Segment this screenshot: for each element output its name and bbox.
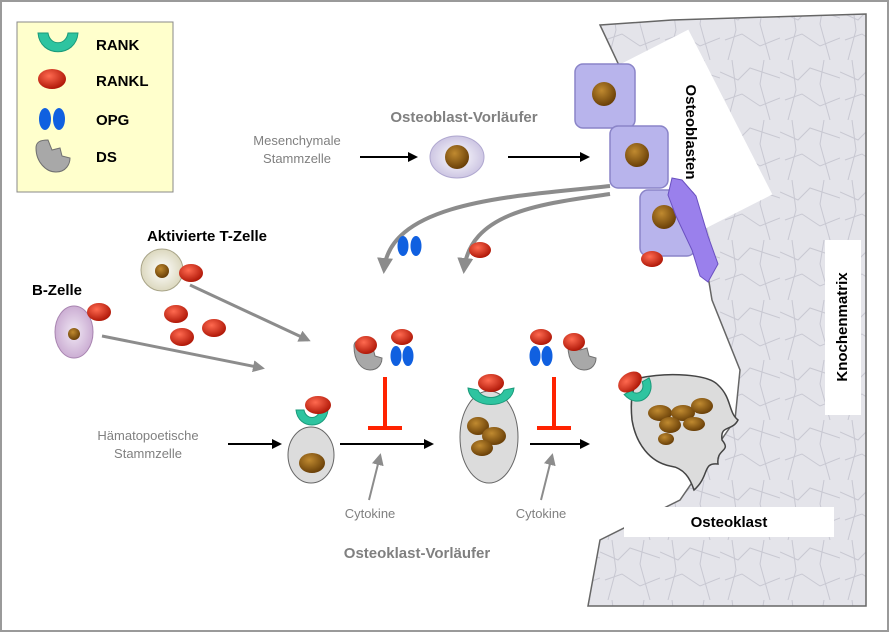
mesenchymal-label-line1: Mesenchymale — [253, 133, 340, 148]
opg-secreted-left — [397, 236, 409, 256]
b-cell-label: B-Zelle — [32, 282, 82, 299]
rankl-on-osteoclast — [618, 371, 642, 393]
osteoclast — [618, 371, 739, 492]
rankl-on-rank-1 — [305, 396, 331, 414]
bone-matrix-label: Knochenmatrix — [834, 272, 851, 382]
osteoblasts-label-box — [608, 29, 773, 236]
legend-ds-label: DS — [96, 149, 117, 166]
t-cell-nucleus — [155, 264, 169, 278]
ds-icon — [35, 139, 71, 173]
legend-opg-label: OPG — [96, 112, 129, 129]
osteoclast-precursor-nucleus — [482, 427, 506, 445]
osteoclast-label-box — [624, 507, 834, 537]
osteoclast-precursor-nucleus — [467, 417, 489, 435]
osteoblast-precursor-nucleus — [445, 145, 469, 169]
osteoclast-nucleus — [671, 405, 695, 421]
cytokines-label-1: Cytokine — [345, 506, 396, 521]
osteoclast-nucleus — [658, 433, 674, 445]
opg-secreted-right — [410, 236, 422, 256]
rankl-free — [170, 328, 194, 346]
cytokine-arrow-1 — [368, 453, 384, 501]
opg-bound-left-2 — [529, 346, 541, 366]
rankl-free — [202, 319, 226, 337]
rankl-icon — [38, 69, 66, 89]
bone-matrix-label-box — [825, 240, 861, 415]
legend: RANK RANKL OPG DS — [16, 21, 174, 193]
gray-arrow-opg — [377, 184, 611, 274]
rankl-secreted — [469, 242, 491, 258]
rankl-on-rank-2 — [478, 374, 504, 392]
osteoblast-nucleus — [625, 143, 649, 167]
rank-receptor-osteoclast — [623, 377, 652, 402]
osteoblast-nucleus — [652, 205, 676, 229]
activated-t-cell-label: Aktivierte T-Zelle — [147, 228, 267, 245]
opg-icon-right — [53, 108, 65, 130]
rank-icon — [37, 32, 79, 53]
legend-box — [16, 21, 174, 193]
cytokine-arrow-2 — [540, 453, 556, 501]
osteoclast-precursor-nucleus-1 — [299, 453, 325, 473]
opg-bound-right-1 — [402, 346, 414, 366]
rankl-bound-ds-1 — [355, 336, 377, 354]
legend-rank-label: RANK — [96, 37, 139, 54]
opg-icon-left — [39, 108, 51, 130]
gray-arrow-rankl — [457, 192, 611, 274]
rankl-bound-opg-2 — [530, 329, 552, 345]
osteoclast-nucleus — [691, 398, 713, 414]
osteoclast-precursor-title: Osteoklast-Vorläufer — [344, 545, 491, 562]
rankl-t-cell — [179, 264, 203, 282]
cytokines-label-2: Cytokine — [516, 506, 567, 521]
rankl-bound-ds-2 — [563, 333, 585, 351]
flat-osteoblast — [667, 177, 719, 283]
osteoblast-precursor-title: Osteoblast-Vorläufer — [390, 109, 537, 126]
rankl-bound-opg-1 — [391, 329, 413, 345]
mesenchymal-label-line2: Stammzelle — [263, 151, 331, 166]
rankl-free — [164, 305, 188, 323]
gray-arrow-t-cell — [189, 283, 311, 342]
osteoblast-nucleus — [592, 82, 616, 106]
osteoclast-nucleus — [659, 417, 681, 433]
rankl-osteoblast — [641, 251, 663, 267]
hematopoietic-label-line2: Stammzelle — [114, 446, 182, 461]
osteoblasts-label: Osteoblasten — [682, 84, 699, 179]
gray-arrow-b-cell — [101, 334, 265, 373]
rank-receptor-2 — [467, 387, 515, 405]
osteoclast-nucleus — [683, 417, 705, 431]
legend-rankl-label: RANKL — [96, 73, 149, 90]
osteoclast-label: Osteoklast — [691, 514, 768, 531]
opg-bound-left-1 — [390, 346, 402, 366]
rankl-b-cell — [87, 303, 111, 321]
opg-bound-right-2 — [541, 346, 553, 366]
hematopoietic-label-line1: Hämatopoetische — [97, 428, 198, 443]
b-cell-nucleus — [68, 328, 80, 340]
osteoblast-cells — [574, 63, 719, 283]
osteoclast-precursor-nucleus — [471, 440, 493, 456]
osteoclast-nucleus — [648, 405, 672, 421]
